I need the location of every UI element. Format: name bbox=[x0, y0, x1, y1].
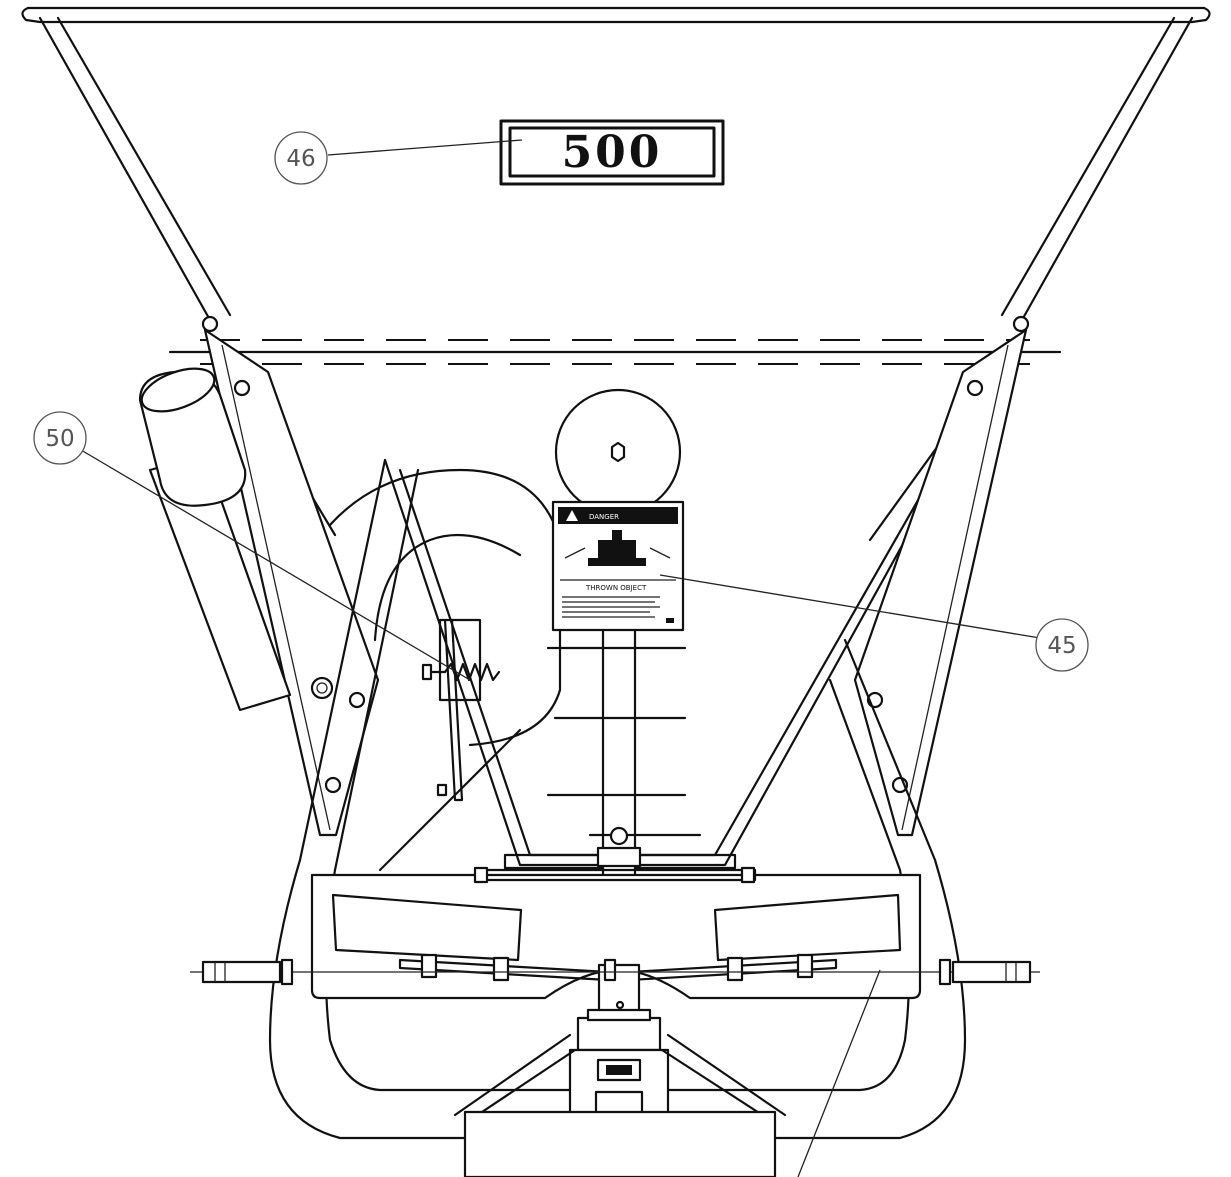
leader-lines bbox=[75, 139, 1041, 1177]
model-badge: 500 bbox=[499, 119, 725, 186]
spinner-housing bbox=[310, 866, 922, 1025]
callout-50: 50 bbox=[33, 411, 87, 465]
callout-45: 45 bbox=[1035, 618, 1089, 672]
callout-50-number: 50 bbox=[45, 426, 74, 452]
right-bracket bbox=[853, 315, 1030, 837]
warning-label-heading: DANGER bbox=[589, 513, 619, 521]
callout-46-number: 46 bbox=[286, 146, 315, 172]
agitator-assembly bbox=[546, 388, 702, 937]
left-bracket bbox=[201, 315, 380, 837]
warning-label-subheading: THROWN OBJECT bbox=[585, 584, 647, 592]
warning-label: DANGER THROWN OBJECT bbox=[551, 500, 685, 632]
callout-46: 46 bbox=[274, 131, 328, 185]
curved-chute bbox=[328, 468, 562, 802]
callout-45-number: 45 bbox=[1047, 633, 1076, 659]
level-lines bbox=[168, 339, 1062, 365]
side-cylinder bbox=[138, 367, 334, 712]
axle bbox=[190, 958, 1040, 986]
gearbox bbox=[453, 1008, 787, 1177]
model-badge-text: 500 bbox=[562, 127, 663, 178]
hopper bbox=[21, 6, 1211, 870]
